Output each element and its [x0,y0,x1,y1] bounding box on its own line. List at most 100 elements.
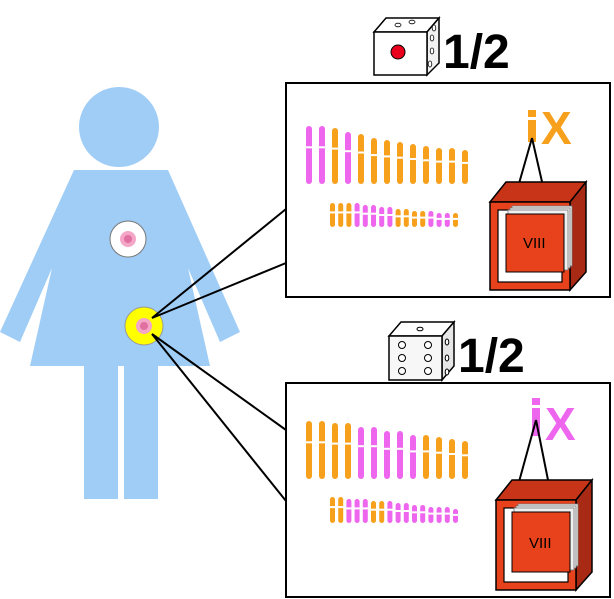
centromere [396,447,404,450]
centromere [422,450,430,453]
centromere [337,211,344,214]
centromere [383,447,391,450]
chromosome [423,146,429,184]
centromere [427,216,434,219]
centromere [409,158,417,160]
centromere [452,217,459,220]
figure-leg-left [84,365,118,499]
chromosome [332,423,338,479]
die-six-pip-icon [387,319,456,383]
centromere [357,151,365,154]
chromosome [444,213,450,227]
probability-label: 1/2 [458,330,525,383]
chromosome [428,211,434,227]
chromosome-set [305,126,469,227]
chromosome [436,148,442,184]
centromere [411,511,418,514]
centromere [370,445,378,448]
centromere [354,211,361,214]
centromere [435,160,443,163]
centromere [436,512,443,515]
centromere [329,211,336,214]
callout-lines [151,208,287,502]
chromosome [362,499,368,523]
figure-body [0,170,240,366]
centromere [362,507,369,510]
centromere [403,510,410,512]
panel-bottom: 1/2 X VIII [285,319,611,598]
chromosome [338,203,344,227]
centromere [378,508,385,511]
chromosome-set [305,421,469,523]
centromere [329,506,336,509]
chromosome [330,203,335,227]
chromosome [330,497,335,523]
x-chromosome-label: X [545,398,576,450]
centromere [395,215,402,218]
centromere [395,510,402,512]
centromere [344,150,352,153]
x-chromosome: X [528,102,572,154]
chromosome [462,150,468,184]
gene-box: VIII [494,477,594,592]
chromosome [387,207,393,227]
centromere [419,511,426,514]
chromosome [410,435,416,479]
chromosome [319,421,325,479]
centromere [370,212,377,215]
chromosome [428,507,434,523]
chromosome [412,505,417,523]
chromosome [453,213,458,227]
centromere [383,155,391,158]
centromere [403,215,410,218]
chromosome [397,431,403,479]
chromosome [379,207,385,227]
chromosome [403,209,409,227]
centromere [448,160,456,163]
chromosome [319,126,325,184]
centromere [337,506,344,509]
chromosome [306,421,312,479]
chromosome [332,128,338,184]
centromere [344,442,352,445]
chromosome [346,499,352,523]
centromere [452,513,459,516]
centromere [331,147,339,150]
chromosome [395,503,401,523]
centromere [461,454,469,457]
centromere [354,507,361,510]
chromosome [379,501,385,523]
chromosome [384,140,390,184]
chromosome [436,437,442,479]
chromosome [449,148,455,184]
centromere [357,445,365,448]
chromosome [371,138,377,184]
chromosome [384,431,390,479]
chromosome [358,427,364,479]
chromosome [345,423,351,479]
centromere [436,217,443,220]
chromosome [371,427,377,479]
panel-top: 1/2 X VIII [285,15,611,298]
centromere [386,214,393,216]
centromere [396,156,404,159]
centromere [331,442,339,445]
chromosome [362,205,368,227]
chromosome [420,211,426,227]
centromere [378,214,385,216]
box-label: VIII [529,535,552,552]
centromere [448,453,456,455]
chromosome [412,211,417,227]
female-figure [0,87,240,499]
centromere [435,451,443,454]
chromosome [395,209,401,227]
centromere [305,441,313,444]
chromosome [371,501,376,523]
centromere [461,161,469,164]
centromere [345,507,352,510]
chromosome [462,441,468,479]
figure-leg-right [124,365,158,499]
chromosome [354,203,360,227]
centromere [411,216,418,219]
